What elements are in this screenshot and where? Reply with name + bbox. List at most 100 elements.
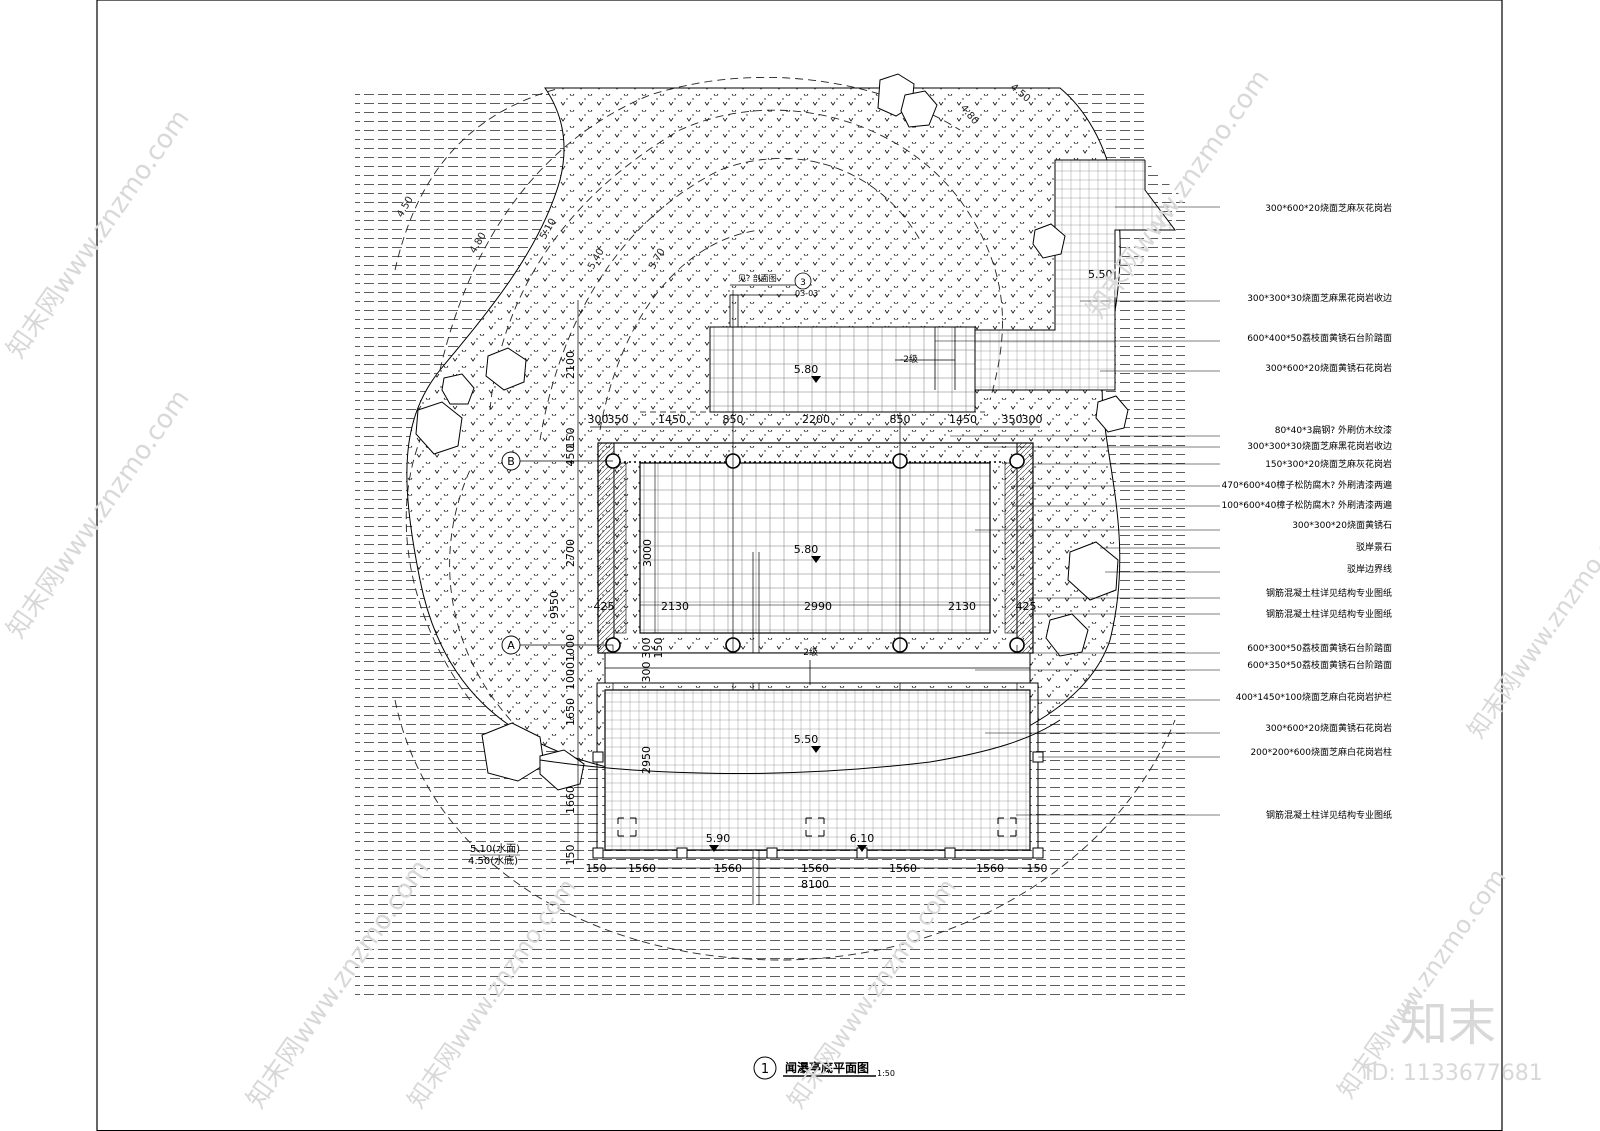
svg-text:知末网www.znzmo.com: 知末网www.znzmo.com [1, 384, 195, 644]
callout-2: 300*300*30烧面芝麻黑花岗岩收边 [1247, 292, 1392, 304]
column-b4 [1009, 453, 1025, 469]
dimension-bottom: 150 1560 1560 1560 1560 1560 150 8100 [586, 862, 1048, 891]
svg-text:450: 450 [564, 446, 577, 467]
svg-text:150: 150 [586, 862, 607, 875]
svg-text:知末网www.znzmo.com: 知末网www.znzmo.com [1462, 504, 1600, 744]
svg-text:闻瀑亭底平面图: 闻瀑亭底平面图 [785, 1060, 869, 1075]
svg-text:150: 150 [652, 638, 665, 659]
svg-text:350: 350 [608, 413, 629, 426]
watermark-brand: 知末 [1400, 996, 1496, 1052]
svg-text:1: 1 [761, 1062, 769, 1077]
callout-12: 驳岸边界线 [1347, 563, 1392, 575]
svg-text:850: 850 [723, 413, 744, 426]
svg-text:5.90: 5.90 [706, 832, 731, 845]
callout-15: 600*300*50荔枝面黄锈石台阶踏面 [1247, 642, 1392, 654]
svg-text:300: 300 [1022, 413, 1043, 426]
steps-upper [895, 327, 976, 390]
svg-text:150: 150 [564, 428, 577, 449]
section-mark: 3 03-03 见? 剖面图 [730, 272, 818, 298]
grid-row-a: A [507, 639, 515, 652]
grid-row-b: B [507, 455, 515, 468]
svg-text:2950: 2950 [640, 746, 653, 774]
lower-platform [604, 689, 1031, 851]
svg-text:150: 150 [564, 845, 577, 866]
boulders [415, 73, 1129, 791]
svg-text:知末网www.znzmo.com: 知末网www.znzmo.com [1, 104, 195, 364]
svg-text:300: 300 [640, 662, 653, 683]
svg-text:5.50: 5.50 [1088, 268, 1113, 281]
callout-3: 600*400*50荔枝面黄锈石台阶踏面 [1247, 332, 1392, 344]
svg-text:1000: 1000 [564, 662, 577, 690]
svg-text:2990: 2990 [804, 600, 832, 613]
svg-text:1:50: 1:50 [877, 1069, 895, 1078]
svg-text:6.10: 6.10 [850, 832, 875, 845]
drawing-title: 1 闻瀑亭底平面图 1:50 [753, 1056, 895, 1080]
callout-10: 300*300*20烧面黄锈石 [1292, 519, 1392, 531]
callout-20: 钢筋混凝土柱详见结构专业图纸 [1266, 809, 1392, 821]
svg-text:1560: 1560 [628, 862, 656, 875]
contour-lines [394, 77, 1176, 961]
callout-9: 100*600*40樟子松防腐木? 外刷清漆两遍 [1222, 499, 1392, 511]
upper-platform [709, 326, 976, 413]
svg-text:1000: 1000 [564, 634, 577, 662]
svg-text:2700: 2700 [564, 539, 577, 567]
pavilion-floor [639, 462, 991, 634]
svg-text:1560: 1560 [976, 862, 1004, 875]
callout-11: 驳岸景石 [1356, 542, 1392, 553]
svg-text:8100: 8100 [801, 878, 829, 891]
callout-4: 300*600*20烧面黄锈石花岗岩 [1265, 362, 1392, 374]
svg-text:3: 3 [800, 278, 806, 288]
balustrade-posts [592, 751, 1044, 859]
svg-text:425: 425 [1016, 600, 1037, 613]
callout-16: 600*350*50荔枝面黄锈石台阶踏面 [1247, 659, 1392, 671]
svg-text:5.80: 5.80 [794, 363, 819, 376]
dimension-inner: 2130 2990 2130 3000 425 425 300 150 [594, 463, 1037, 683]
callout-6: 300*300*30烧面芝麻黑花岗岩收边 [1247, 440, 1392, 452]
svg-text:1660: 1660 [564, 786, 577, 814]
dimension-top: 300 350 1450 850 2200 850 1450 350 300 [588, 413, 1043, 428]
svg-text:300: 300 [640, 638, 653, 659]
svg-text:03-03: 03-03 [795, 289, 818, 298]
callout-14: 钢筋混凝土柱详见结构专业图纸 [1266, 608, 1392, 620]
step-label-lower: -2级 [800, 646, 818, 658]
leader-lines [935, 206, 1220, 816]
svg-text:1560: 1560 [714, 862, 742, 875]
svg-text:3000: 3000 [641, 539, 654, 567]
level-markers: 5.80 5.80 5.50 5.90 6.10 5.10(水面) 4.50(水… [468, 363, 874, 867]
svg-text:1450: 1450 [949, 413, 977, 426]
dimension-left: 2100 450 150 2700 9550 1000 300 1000 165… [548, 300, 653, 866]
svg-text:150: 150 [1027, 862, 1048, 875]
ne-path [954, 159, 1176, 391]
svg-text:见? 剖面图: 见? 剖面图 [738, 273, 777, 283]
callout-5: 80*40*3扁钢? 外刷仿木纹漆 [1275, 424, 1392, 436]
svg-text:9550: 9550 [548, 591, 561, 619]
east-wall [1016, 442, 1034, 654]
svg-text:2200: 2200 [802, 413, 830, 426]
svg-text:2130: 2130 [661, 600, 689, 613]
svg-text:1560: 1560 [801, 862, 829, 875]
west-wall [597, 442, 615, 654]
svg-text:5.50: 5.50 [794, 733, 819, 746]
svg-text:4.50(水底): 4.50(水底) [468, 854, 518, 867]
step-label-upper: -2级 [900, 353, 918, 365]
svg-text:425: 425 [594, 600, 615, 613]
svg-text:850: 850 [890, 413, 911, 426]
svg-text:5.80: 5.80 [794, 543, 819, 556]
callout-labels: 300*600*20烧面芝麻灰花岗岩 300*300*30烧面芝麻黑花岗岩收边 … [1222, 202, 1392, 821]
callout-8: 470*600*40樟子松防腐木? 外刷清漆两遍 [1222, 479, 1392, 491]
callout-13: 钢筋混凝土柱详见结构专业图纸 [1266, 587, 1392, 599]
callout-7: 150*300*20烧面芝麻灰花岗岩 [1265, 458, 1392, 470]
svg-text:2100: 2100 [564, 351, 577, 379]
svg-text:1560: 1560 [889, 862, 917, 875]
svg-text:1450: 1450 [658, 413, 686, 426]
svg-text:2130: 2130 [948, 600, 976, 613]
svg-text:350: 350 [1002, 413, 1023, 426]
callout-17: 400*1450*100烧面芝麻白花岗岩护栏 [1236, 691, 1392, 703]
svg-text:300: 300 [588, 413, 609, 426]
svg-text:5.10(水面): 5.10(水面) [470, 843, 520, 855]
corner-marks [617, 817, 1017, 837]
callout-1: 300*600*20烧面芝麻灰花岗岩 [1265, 202, 1392, 214]
sheet-frame [96, 0, 1503, 1131]
watermark-id: ID: 1133677681 [1365, 1061, 1543, 1086]
